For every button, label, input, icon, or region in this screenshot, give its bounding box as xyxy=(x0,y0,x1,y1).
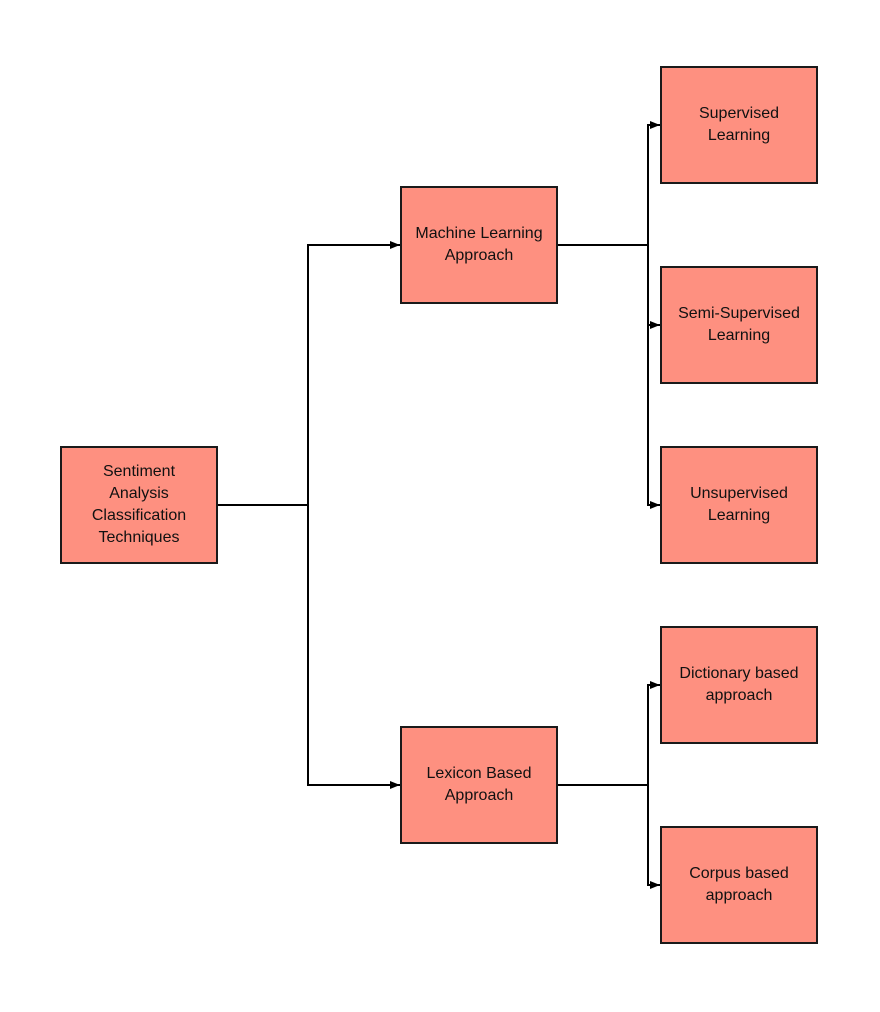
node-corpus-based-approach: Corpus based approach xyxy=(660,826,818,944)
node-sentiment-analysis-classification-techniques: Sentiment Analysis Classification Techni… xyxy=(60,446,218,564)
connector-root-to-lexicon xyxy=(218,504,400,789)
connector-lexicon-to-corpus xyxy=(558,784,660,889)
node-dictionary-based-approach: Dictionary based approach xyxy=(660,626,818,744)
connector-ml-to-semi xyxy=(558,244,660,329)
node-machine-learning-approach: Machine Learning Approach xyxy=(400,186,558,304)
connector-ml-to-unsupervised xyxy=(558,244,660,509)
node-unsupervised-learning: Unsupervised Learning xyxy=(660,446,818,564)
connector-lexicon-to-dictionary xyxy=(558,681,660,786)
node-lexicon-based-approach: Lexicon Based Approach xyxy=(400,726,558,844)
node-supervised-learning: Supervised Learning xyxy=(660,66,818,184)
node-semi-supervised-learning: Semi-Supervised Learning xyxy=(660,266,818,384)
connector-ml-to-supervised xyxy=(558,121,660,246)
connector-root-to-ml xyxy=(218,241,400,506)
